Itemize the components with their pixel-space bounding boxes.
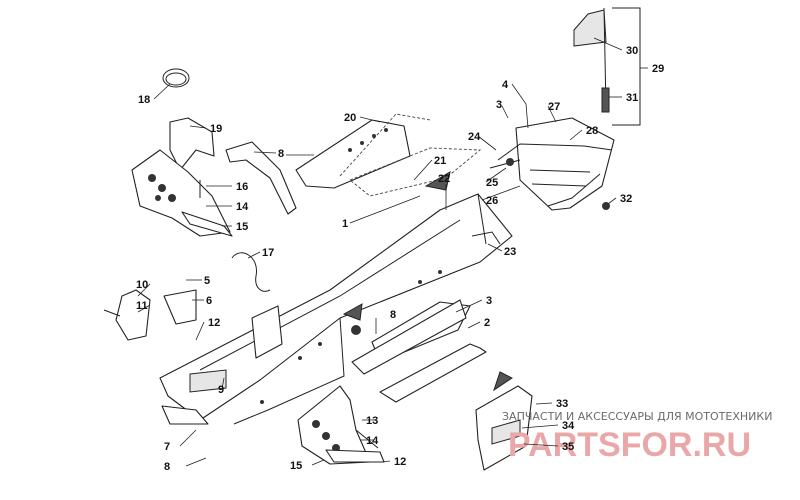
arrow-marker: [342, 303, 363, 321]
callout-label: 15: [236, 221, 248, 233]
callout-label: 16: [236, 181, 248, 193]
ring-clip: [162, 68, 190, 88]
callout-label: 31: [626, 92, 638, 104]
callout-label: 33: [556, 398, 568, 410]
callout-label: 13: [366, 415, 378, 427]
callout-label: 19: [210, 123, 222, 135]
callout-label: 20: [344, 112, 356, 124]
hand-grip-bar: [225, 141, 297, 215]
support-bracket: [295, 113, 431, 189]
callout-label: 8: [390, 309, 396, 321]
cable: [231, 252, 271, 292]
callout-label: 8: [278, 148, 284, 160]
callout-label: 23: [504, 246, 516, 258]
callout-label: 32: [620, 193, 632, 205]
callout-label: 6: [206, 295, 212, 307]
upper-left-bracket: [131, 117, 233, 237]
watermark: ЗАПЧАСТИ И АКСЕССУАРЫ ДЛЯ МОТОТЕХНИКИ PA…: [502, 410, 772, 464]
callout-labels: 30 29 31 18 4 3 27 28 19 20 8 24 21 25 1…: [136, 45, 664, 473]
decal-plate: [475, 371, 533, 471]
callout-label: 24: [468, 131, 481, 143]
callout-label: 9: [218, 384, 224, 396]
flag-assembly: [573, 7, 641, 126]
leader-lines: [137, 37, 648, 467]
arrow-marker: [424, 170, 451, 191]
rear-rack: [489, 117, 615, 211]
callout-label: 26: [486, 195, 498, 207]
callout-label: 3: [496, 99, 502, 111]
callout-label: 2: [484, 317, 490, 329]
callout-label: 1: [342, 218, 348, 230]
callout-label: 5: [204, 275, 210, 287]
callout-label: 12: [394, 456, 406, 468]
callout-label: 18: [138, 94, 150, 106]
callout-label: 3: [486, 295, 492, 307]
watermark-caption: ЗАПЧАСТИ И АКСЕССУАРЫ ДЛЯ МОТОТЕХНИКИ: [502, 410, 772, 423]
side-rails: [351, 299, 487, 403]
callout-label: 4: [502, 79, 509, 91]
watermark-logo: PARTSFOR.RU: [508, 426, 751, 464]
callout-label: 11: [136, 300, 148, 312]
callout-label: 7: [164, 441, 170, 453]
callout-label: 25: [486, 177, 498, 189]
callout-label: 15: [290, 460, 302, 472]
callout-label: 35: [562, 441, 574, 453]
callout-label: 27: [548, 101, 560, 113]
tunnel: [159, 193, 513, 425]
callout-label: 10: [136, 279, 148, 291]
callout-label: 30: [626, 45, 638, 57]
callout-label: 22: [438, 173, 450, 185]
seal-outline: [349, 147, 482, 197]
lower-left-bracket: [103, 289, 209, 425]
callout-label: 21: [434, 155, 446, 167]
callout-label: 28: [586, 125, 598, 137]
lower-skid: [297, 385, 385, 465]
callout-label: 8: [164, 461, 170, 473]
callout-label: 34: [562, 420, 575, 432]
callout-label: 14: [236, 201, 249, 213]
callout-label: 12: [208, 317, 220, 329]
callout-label: 17: [262, 247, 274, 259]
callout-label: 29: [652, 63, 664, 75]
callout-label: 14: [366, 435, 379, 447]
